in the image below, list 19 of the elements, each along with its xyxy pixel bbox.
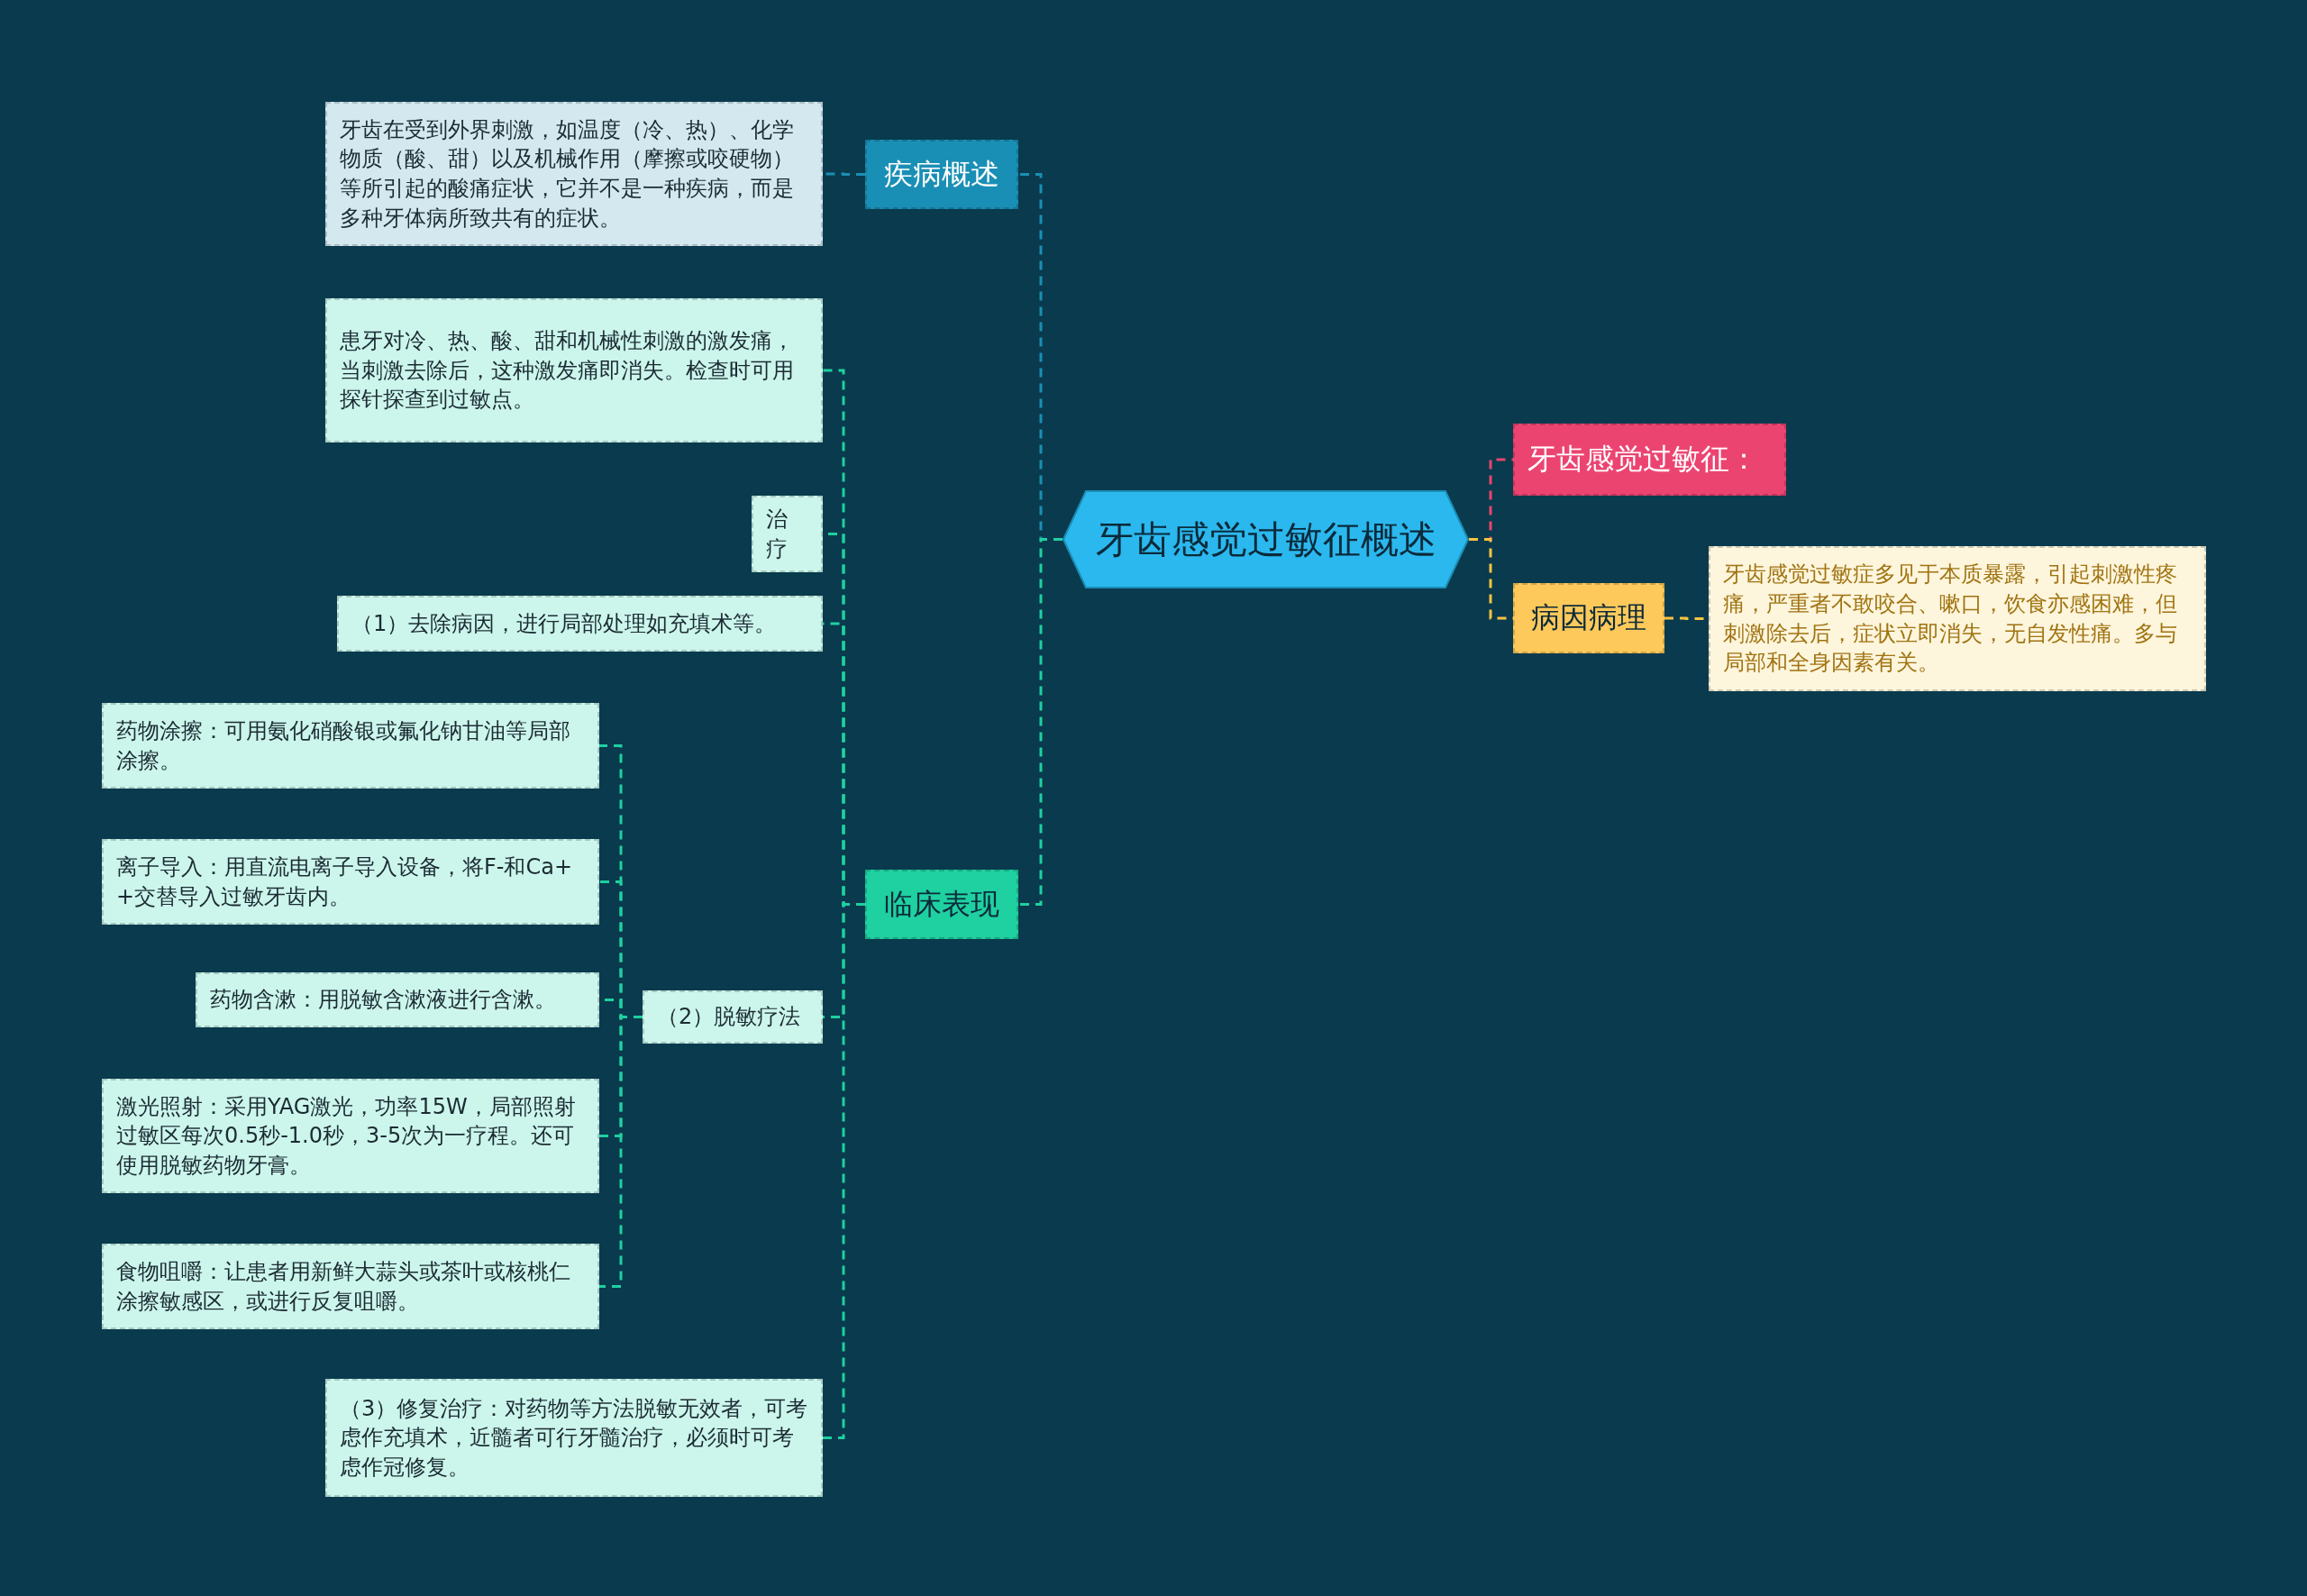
topic-box: 病因病理 — [1513, 583, 1664, 653]
central-topic-hexagon: 牙齿感觉过敏征概述 — [1062, 490, 1469, 588]
connector-line — [599, 1016, 643, 1288]
topic-box: 临床表现 — [865, 870, 1018, 939]
text-box: 牙齿感觉过敏症多见于本质暴露，引起刺激性疼痛，严重者不敢咬合、嗽口，饮食亦感困难，但刺激除去后，症状立即消失，无自发性痛。多与局部和全身因素有关。 — [1709, 546, 2206, 691]
text-box: 药物涂擦：可用氨化硝酸银或氟化钠甘油等局部涂擦。 — [102, 703, 599, 789]
topic-box: 疾病概述 — [865, 140, 1018, 209]
text-box: 患牙对冷、热、酸、甜和机械性刺激的激发痛，当刺激去除后，这种激发痛即消失。检查时可用探针探查到过敏点。 — [325, 298, 823, 442]
text-box: 食物咀嚼：让患者用新鲜大蒜头或茶叶或核桃仁涂擦敏感区，或进行反复咀嚼。 — [102, 1244, 599, 1329]
text-box: 牙齿在受到外界刺激，如温度（冷、热）、化学物质（酸、甜）以及机械作用（摩擦或咬硬物）等所引起的酸痛症状，它并不是一种疾病，而是多种牙体病所致共有的症状。 — [325, 102, 823, 246]
text-box: （3）修复治疗：对药物等方法脱敏无效者，可考虑作充填术，近髓者可行牙髓治疗，必须时可考虑作冠修复。 — [325, 1379, 823, 1497]
text-box: 激光照射：采用YAG激光，功率15W，局部照射过敏区每次0.5秒-1.0秒，3-5次为一疗程。还可使用脱敏药物牙膏。 — [102, 1079, 599, 1193]
topic-box: 牙齿感觉过敏征： — [1513, 424, 1786, 496]
text-box: 治疗 — [752, 496, 823, 573]
text-box: 药物含漱：用脱敏含漱液进行含漱。 — [196, 972, 599, 1027]
text-box: （1）去除病因，进行局部处理如充填术等。 — [337, 596, 823, 652]
connector-line — [1018, 538, 1062, 906]
text-box: （2）脱敏疗法 — [643, 990, 823, 1044]
text-box: 离子导入：用直流电离子导入设备，将F-和Ca++交替导入过敏牙齿内。 — [102, 839, 599, 925]
